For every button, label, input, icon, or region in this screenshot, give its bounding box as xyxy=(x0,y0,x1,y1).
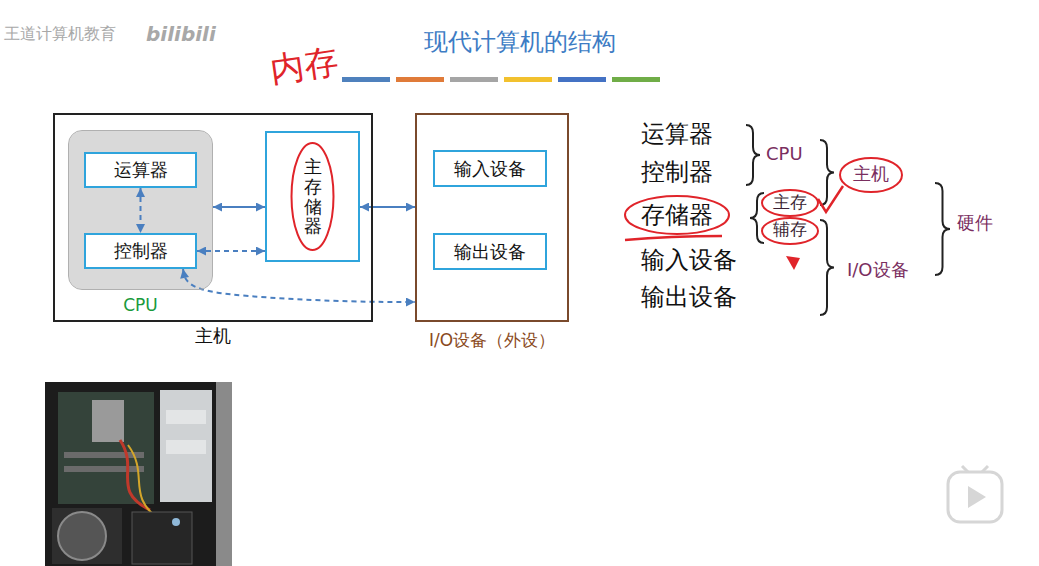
red-underline xyxy=(625,236,722,240)
box-heading: CPU xyxy=(123,295,158,315)
red-circle-mark xyxy=(625,196,729,234)
group-name: CPU xyxy=(766,143,803,165)
io-box: I/O设备（外设）输入设备输出设备 xyxy=(415,113,569,322)
title-bar-segment xyxy=(450,77,498,82)
data-connector xyxy=(360,206,415,208)
component-name: 输入设备 xyxy=(641,246,737,275)
cable xyxy=(128,445,160,520)
curly-brace xyxy=(746,125,760,185)
cpu-fill xyxy=(69,131,212,289)
drive-slot xyxy=(132,512,192,564)
title-bar-segment xyxy=(504,77,552,82)
memory-box: 主存储器 xyxy=(265,131,360,262)
box-label: 输出设备 xyxy=(454,241,526,263)
red-circle-mark xyxy=(840,158,902,192)
computer-photo xyxy=(45,382,232,566)
box-label: 输入设备 xyxy=(454,158,526,180)
box-label: 控制器 xyxy=(114,240,168,262)
cable xyxy=(120,440,150,510)
box-heading: 主机 xyxy=(195,325,231,347)
curly-brace xyxy=(820,220,834,315)
memory-type: 辅存 xyxy=(773,219,807,239)
power-supply xyxy=(52,508,122,564)
play-symbol xyxy=(968,486,986,508)
box-heading: I/O设备（外设） xyxy=(429,330,555,350)
cpu-cooler xyxy=(92,400,124,442)
host-box: 主机CPU运算器控制器主存储器 xyxy=(53,113,373,322)
device-box: 输出设备 xyxy=(433,233,547,270)
unit-box: 运算器 xyxy=(84,152,197,188)
red-circle-mark xyxy=(292,143,334,250)
component-name: 存储器 xyxy=(641,201,713,230)
red-check-mark xyxy=(818,186,843,212)
curly-brace xyxy=(935,183,950,275)
data-connector xyxy=(213,206,265,208)
expansion-card xyxy=(64,466,144,472)
component-name: 控制器 xyxy=(641,158,713,187)
group-name: 硬件 xyxy=(957,212,993,234)
title-bar-segment xyxy=(612,77,660,82)
screw xyxy=(172,518,180,526)
component-name: 运算器 xyxy=(641,120,713,149)
watermark: 王道计算机教育 xyxy=(4,24,116,43)
red-circle-mark xyxy=(762,218,818,244)
title-bar-segment xyxy=(342,77,390,82)
watermark: bilibili xyxy=(146,22,216,46)
curly-brace xyxy=(820,140,834,205)
title-bar-segment xyxy=(558,77,606,82)
unit-box: 控制器 xyxy=(84,233,197,269)
drive-bay xyxy=(166,410,206,424)
drive-bay xyxy=(166,440,206,454)
handwritten-note: 内存 xyxy=(268,41,341,91)
device-box: 输入设备 xyxy=(433,150,547,187)
player-icon-ears xyxy=(962,466,988,472)
control-connector xyxy=(197,250,265,252)
group-name: 主机 xyxy=(853,163,889,185)
group-name: I/O设备 xyxy=(847,259,909,281)
cpu-box: CPU运算器控制器 xyxy=(68,130,213,290)
box-label: 运算器 xyxy=(114,159,168,181)
control-connector xyxy=(140,188,142,233)
memory-type: 主存 xyxy=(773,192,807,212)
title: 现代计算机的结构 xyxy=(424,28,616,57)
player-icon xyxy=(948,472,1002,522)
box-label: 主存储器 xyxy=(304,157,322,236)
fan xyxy=(58,512,106,560)
drive-cage xyxy=(160,390,212,502)
control-connector xyxy=(183,269,415,302)
red-warning-mark xyxy=(786,256,800,270)
component-name: 输出设备 xyxy=(641,283,737,312)
red-circle-mark xyxy=(762,190,818,216)
case-side xyxy=(216,382,232,566)
title-bar-segment xyxy=(396,77,444,82)
